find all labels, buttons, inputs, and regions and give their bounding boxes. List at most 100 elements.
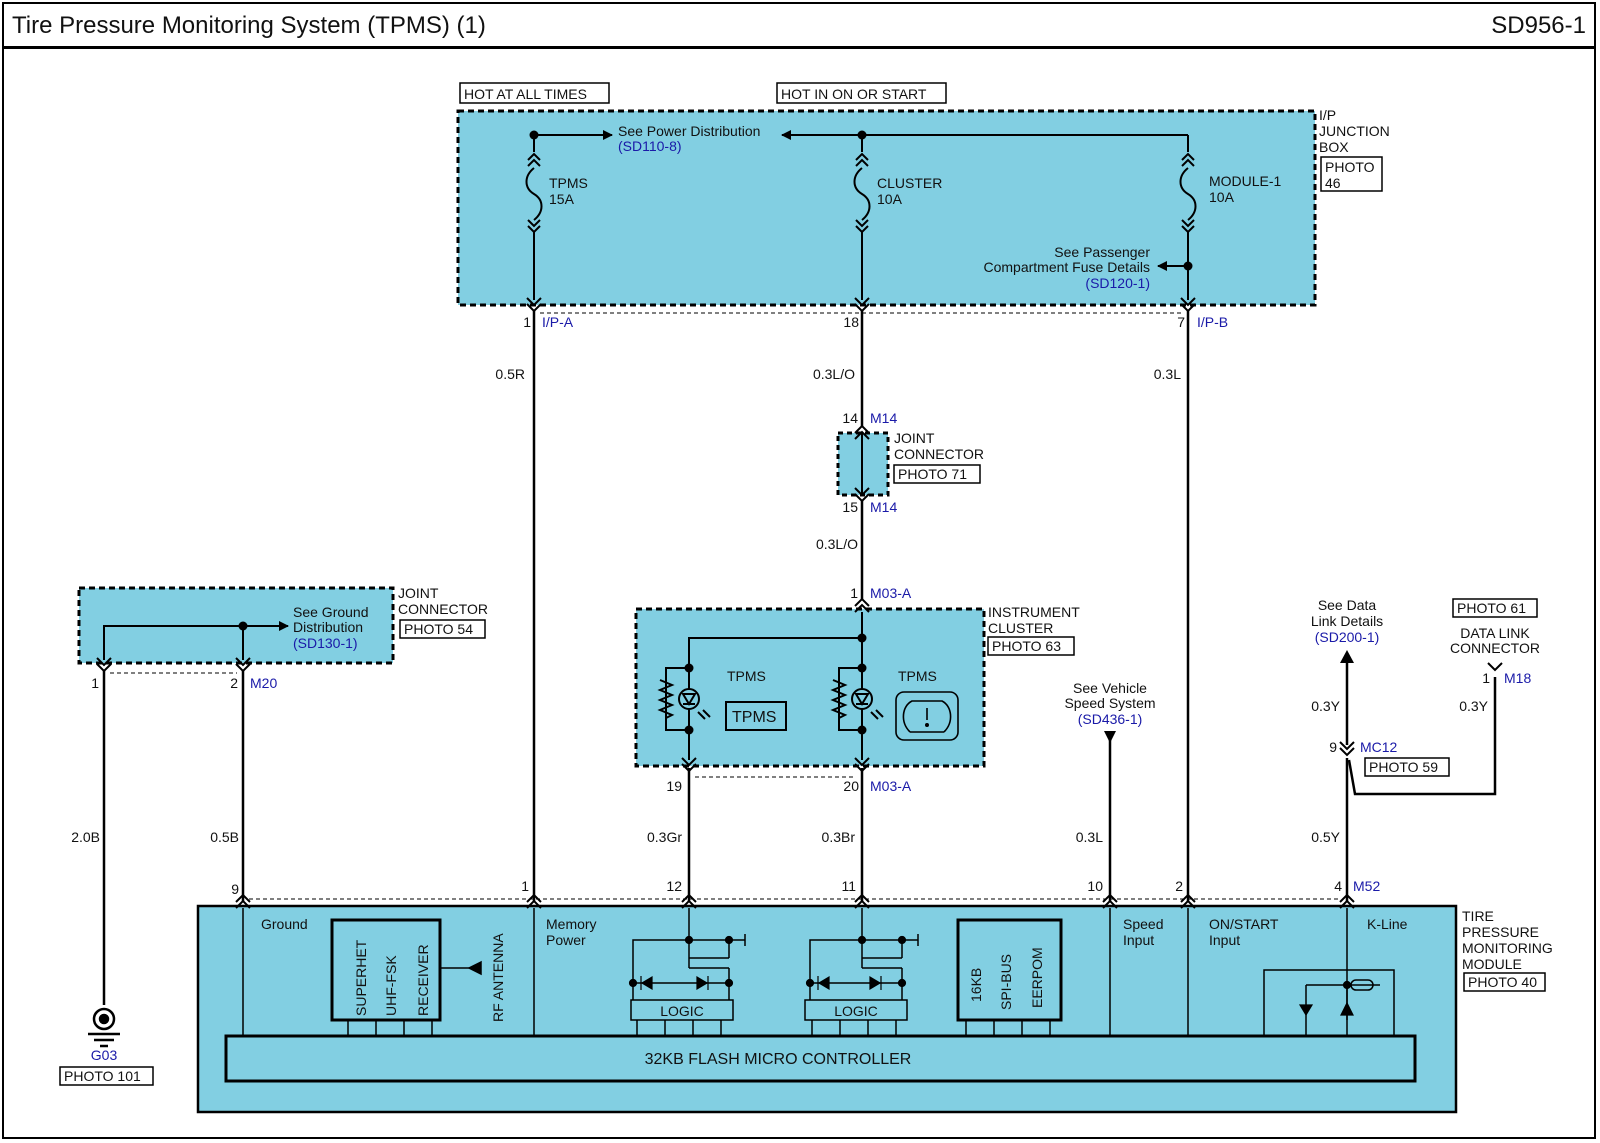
- pin-number: 2: [230, 675, 238, 691]
- pin-number: 4: [1334, 878, 1342, 894]
- pin-number: 1: [523, 314, 531, 330]
- ground-joint-label-2: CONNECTOR: [398, 601, 488, 617]
- see-ground-2: Distribution: [293, 619, 363, 635]
- ground-photo: PHOTO 101: [64, 1068, 141, 1084]
- lamp-label-2: TPMS: [898, 668, 937, 684]
- joint-m14-photo-box: [893, 464, 981, 484]
- ground-joint-photo: PHOTO 54: [404, 621, 473, 637]
- see-ground-1: See Ground: [293, 604, 369, 620]
- pin-number: 1: [521, 878, 529, 894]
- header: Tire Pressure Monitoring System (TPMS) (…: [2, 2, 1596, 49]
- pin-number: 20: [843, 778, 859, 794]
- pin-number: 2: [1175, 878, 1183, 894]
- connector-ref: M20: [250, 675, 277, 691]
- module-label-2: PRESSURE: [1462, 924, 1539, 940]
- wire-label-0-3br: 0.3Br: [822, 829, 856, 845]
- fuse-cluster: [853, 135, 871, 300]
- on-start-input-label-2: Input: [1209, 932, 1240, 948]
- see-data-link-ref: (SD200-1): [1315, 629, 1380, 645]
- connector-ref: I/P-B: [1197, 314, 1228, 330]
- fuse-module-1-rating: 10A: [1209, 189, 1235, 205]
- wire-label-2-0b: 2.0B: [71, 829, 100, 845]
- dlc-connector-icon: [1487, 662, 1503, 672]
- hot-all-times-label: HOT AT ALL TIMES: [464, 86, 587, 102]
- memory-label-3: EERPOM: [1029, 947, 1045, 1008]
- receiver-label-3: RECEIVER: [415, 944, 431, 1016]
- pin-number: 15: [842, 499, 858, 515]
- fuse-tpms-rating: 15A: [549, 191, 575, 207]
- see-power-ref: (SD110-8): [618, 138, 682, 154]
- micro-controller-label: 32KB FLASH MICRO CONTROLLER: [645, 1051, 912, 1068]
- see-power-label: See Power Distribution: [618, 123, 760, 139]
- cluster-label-2: CLUSTER: [988, 620, 1053, 636]
- wire-label-0-3lo: 0.3L/O: [813, 366, 855, 382]
- pin-number: 1: [850, 585, 858, 601]
- mc12-photo-box: [1364, 757, 1450, 777]
- pin-number: 19: [666, 778, 682, 794]
- pin-number: 1: [1482, 670, 1490, 686]
- receiver-label-2: UHF-FSK: [383, 955, 399, 1016]
- page-code: SD956-1: [1491, 12, 1586, 39]
- joint-connector-m14: [836, 424, 890, 503]
- ground-input-label: Ground: [261, 916, 308, 932]
- see-passenger-ref: (SD120-1): [1085, 275, 1150, 291]
- junction-box-photo-1: PHOTO: [1325, 159, 1375, 175]
- mc12-chevron: [1339, 741, 1355, 757]
- wire-label-0-5r: 0.5R: [495, 366, 525, 382]
- wire-label-0-5y: 0.5Y: [1311, 829, 1340, 845]
- wire-label-0-3gr: 0.3Gr: [647, 829, 682, 845]
- pin-number: 18: [843, 314, 859, 330]
- fuse-tpms-name: TPMS: [549, 175, 588, 191]
- logic-box-1: [630, 999, 734, 1021]
- junction-box-photo-2: 46: [1325, 175, 1341, 191]
- wire-0-3y-dlc: [1347, 677, 1497, 796]
- dlc-photo: PHOTO 61: [1457, 600, 1526, 616]
- cluster-label-1: INSTRUMENT: [988, 604, 1080, 620]
- receiver-box: [330, 918, 442, 1022]
- tpms-module: [196, 893, 1458, 1114]
- module-photo: PHOTO 40: [1468, 974, 1537, 990]
- see-passenger-1: See Passenger: [1054, 244, 1150, 260]
- memory-power-label-1: Memory: [546, 916, 597, 932]
- module-label-3: MONITORING: [1462, 940, 1553, 956]
- pin-number: 1: [91, 675, 99, 691]
- memory-label-2: SPI-BUS: [998, 954, 1014, 1010]
- see-speed-1: See Vehicle: [1073, 680, 1147, 696]
- pin-number: 9: [1329, 739, 1337, 755]
- pin-number: 10: [1087, 878, 1103, 894]
- junction-box-outline: [456, 109, 1317, 307]
- fuse-cluster-rating: 10A: [877, 191, 903, 207]
- connector-ref: MC12: [1360, 739, 1398, 755]
- see-ground-ref: (SD130-1): [293, 635, 358, 651]
- wire-label-0-3lo-2: 0.3L/O: [816, 536, 858, 552]
- ground-joint-photo-box: [399, 619, 486, 639]
- connector-ref: M52: [1353, 878, 1380, 894]
- see-passenger-2: Compartment Fuse Details: [983, 259, 1150, 275]
- k-line-resistor-icon: [1350, 979, 1374, 991]
- wires: [102, 311, 1497, 1005]
- data-link-arrow-icon: [1340, 650, 1354, 663]
- logic-box-2: [804, 999, 908, 1021]
- connector-ref: I/P-A: [542, 314, 574, 330]
- pin-number: 11: [841, 878, 856, 894]
- ip-junction-box: HOT AT ALL TIMES HOT IN ON OR START I/P …: [456, 82, 1390, 314]
- mc12-photo: PHOTO 59: [1369, 759, 1438, 775]
- tpms-indicator-text: TPMS: [732, 709, 776, 726]
- see-speed-2: Speed System: [1064, 695, 1155, 711]
- wire-label-0-3l-speed: 0.3L: [1076, 829, 1103, 845]
- logic-label-2: LOGIC: [834, 1003, 878, 1019]
- joint-m14-label-2: CONNECTOR: [894, 446, 984, 462]
- speed-arrow-icon: [1104, 731, 1116, 743]
- hot-in-on-label: HOT IN ON OR START: [781, 86, 927, 102]
- memory-label-1: 16KB: [968, 968, 984, 1002]
- logic-diodes: [628, 935, 1354, 1017]
- connector-ref: M14: [870, 410, 897, 426]
- memory-box: [956, 918, 1063, 1022]
- instrument-cluster: [634, 597, 986, 778]
- joint-m14-label-1: JOINT: [894, 430, 935, 446]
- speed-input-label-2: Input: [1123, 932, 1154, 948]
- wire-label-0-3l: 0.3L: [1154, 366, 1181, 382]
- micro-controller-box: [224, 1034, 1417, 1083]
- pin-number: 12: [666, 878, 682, 894]
